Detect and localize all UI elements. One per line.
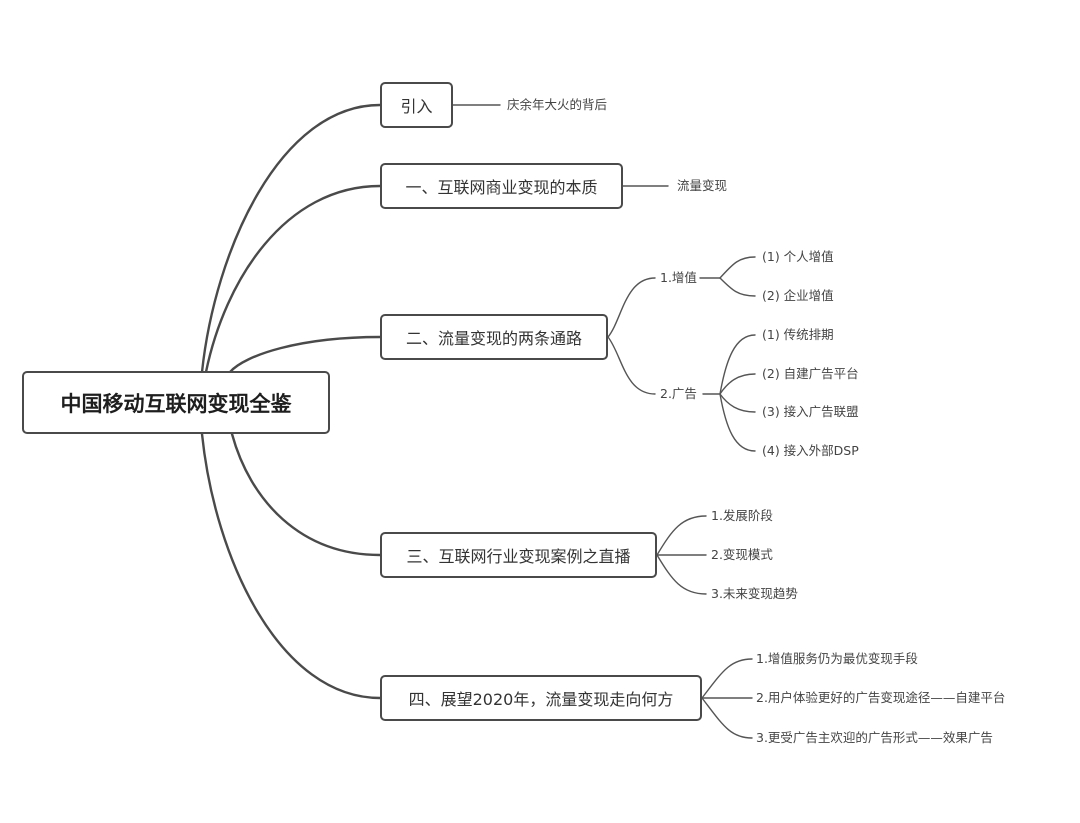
connector-root-branch1 bbox=[204, 184, 382, 374]
branch-outlook-2020-node[interactable]: 四、展望2020年，流量变现走向何方 bbox=[380, 675, 702, 721]
leaf-essence-1[interactable]: 流量变现 bbox=[677, 178, 728, 193]
connector-branch4-1 bbox=[701, 658, 753, 699]
sub-guanggao[interactable]: 2.广告 bbox=[660, 386, 697, 401]
leaf-live-3[interactable]: 3.未来变现趋势 bbox=[711, 586, 798, 601]
connector-branch2-zengzhi bbox=[607, 277, 656, 338]
branch-intro-node[interactable]: 引入 bbox=[380, 82, 453, 128]
connector-root-branch4 bbox=[200, 432, 382, 700]
connector-guanggao-3 bbox=[719, 393, 756, 413]
leaf-guanggao-2[interactable]: (2) 自建广告平台 bbox=[762, 366, 859, 381]
branch-two-paths-node[interactable]: 二、流量变现的两条通路 bbox=[380, 314, 608, 360]
leaf-guanggao-1[interactable]: (1) 传统排期 bbox=[762, 327, 834, 342]
branch-live-stream-node[interactable]: 三、互联网行业变现案例之直播 bbox=[380, 532, 657, 578]
leaf-guanggao-3[interactable]: (3) 接入广告联盟 bbox=[762, 404, 859, 419]
connector-root-intro bbox=[200, 103, 382, 374]
leaf-outlook-3[interactable]: 3.更受广告主欢迎的广告形式——效果广告 bbox=[756, 730, 993, 745]
branch-essence-node[interactable]: 一、互联网商业变现的本质 bbox=[380, 163, 623, 209]
connector-guanggao-4 bbox=[719, 393, 756, 452]
leaf-live-1[interactable]: 1.发展阶段 bbox=[711, 508, 773, 523]
connector-zengzhi-1 bbox=[719, 256, 756, 279]
leaf-intro-1[interactable]: 庆余年大火的背后 bbox=[507, 97, 608, 112]
leaf-zengzhi-2[interactable]: (2) 企业增值 bbox=[762, 288, 834, 303]
connector-guanggao-1 bbox=[719, 334, 756, 395]
connector-zengzhi-2 bbox=[719, 277, 756, 297]
leaf-outlook-1[interactable]: 1.增值服务仍为最优变现手段 bbox=[756, 651, 918, 666]
connector-root-branch3 bbox=[230, 432, 382, 557]
connector-branch3-3 bbox=[656, 554, 707, 595]
leaf-live-2[interactable]: 2.变现模式 bbox=[711, 547, 773, 562]
leaf-zengzhi-1[interactable]: (1) 个人增值 bbox=[762, 249, 834, 264]
sub-zengzhi[interactable]: 1.增值 bbox=[660, 270, 697, 285]
connector-branch2-guanggao bbox=[607, 336, 656, 395]
root-node[interactable]: 中国移动互联网变现全鉴 bbox=[22, 371, 330, 434]
connector-branch4-3 bbox=[701, 697, 753, 739]
connector-guanggao-2 bbox=[719, 373, 756, 395]
connector-branch3-1 bbox=[656, 515, 707, 556]
leaf-guanggao-4[interactable]: (4) 接入外部DSP bbox=[762, 443, 859, 458]
connector-root-branch2 bbox=[228, 335, 382, 374]
leaf-outlook-2[interactable]: 2.用户体验更好的广告变现途径——自建平台 bbox=[756, 690, 1006, 705]
